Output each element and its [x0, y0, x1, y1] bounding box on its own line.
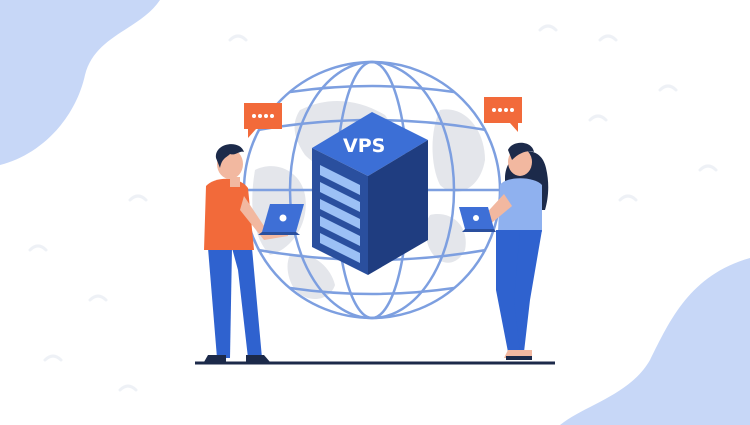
- woman-figure: [459, 142, 549, 360]
- vps-server: VPS: [312, 112, 428, 275]
- server-drive-slots: [320, 165, 360, 263]
- speech-bubble-icon: [244, 103, 282, 138]
- server-label: VPS: [343, 135, 385, 157]
- background-pattern: [28, 24, 718, 392]
- speech-bubble-icon: [484, 97, 522, 132]
- laptop-icon: [258, 204, 304, 235]
- bottom-right-blob: [560, 258, 750, 425]
- man-figure: [204, 144, 304, 362]
- top-left-blob: [0, 0, 160, 165]
- laptop-icon: [459, 207, 496, 232]
